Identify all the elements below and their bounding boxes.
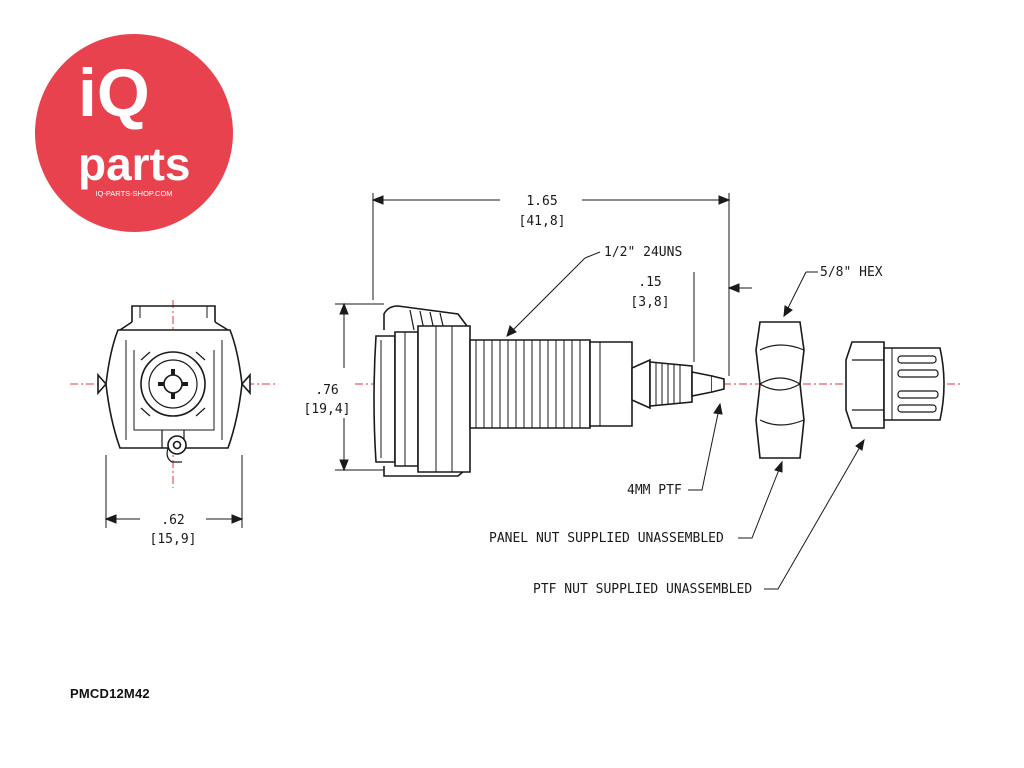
- panel-nut-note: PANEL NUT SUPPLIED UNASSEMBLED: [489, 531, 724, 546]
- ptf-nut-note-leader: [764, 438, 865, 590]
- width-dimension: [104, 455, 244, 528]
- front-view: [97, 305, 251, 463]
- barb-leader: [688, 402, 723, 491]
- thread-leader: [506, 251, 601, 337]
- logo-iq-text: iQ: [78, 55, 150, 131]
- logo-parts-text: parts: [78, 138, 190, 190]
- height-inch-label: .76: [315, 383, 338, 398]
- width-mm-label: [15,9]: [150, 532, 197, 547]
- panel-nut-note-leader: [738, 460, 783, 539]
- tip-offset-mm-label: [3,8]: [630, 295, 669, 310]
- side-view: [373, 305, 725, 477]
- height-dimension: [335, 302, 384, 472]
- tip-offset-inch-label: .15: [638, 275, 661, 290]
- logo-url-text: IQ-PARTS-SHOP.COM: [95, 189, 172, 198]
- part-number: PMCD12M42: [70, 686, 150, 701]
- ptf-nut-note: PTF NUT SUPPLIED UNASSEMBLED: [533, 582, 752, 597]
- tip-offset-dimension: [693, 272, 752, 362]
- barb-label: 4MM PTF: [627, 483, 682, 498]
- overall-length-inch-label: 1.65: [526, 194, 557, 209]
- thread-label: 1/2" 24UNS: [604, 245, 682, 260]
- ptf-nut: [845, 341, 945, 429]
- hex-leader: [783, 271, 818, 318]
- height-mm-label: [19,4]: [304, 402, 351, 417]
- overall-length-dimension: [371, 193, 731, 376]
- width-inch-label: .62: [161, 513, 184, 528]
- panel-nut: [755, 321, 805, 459]
- hex-label: 5/8" HEX: [820, 265, 883, 280]
- iq-parts-logo: iQ parts IQ-PARTS-SHOP.COM: [35, 34, 233, 232]
- overall-length-mm-label: [41,8]: [519, 214, 566, 229]
